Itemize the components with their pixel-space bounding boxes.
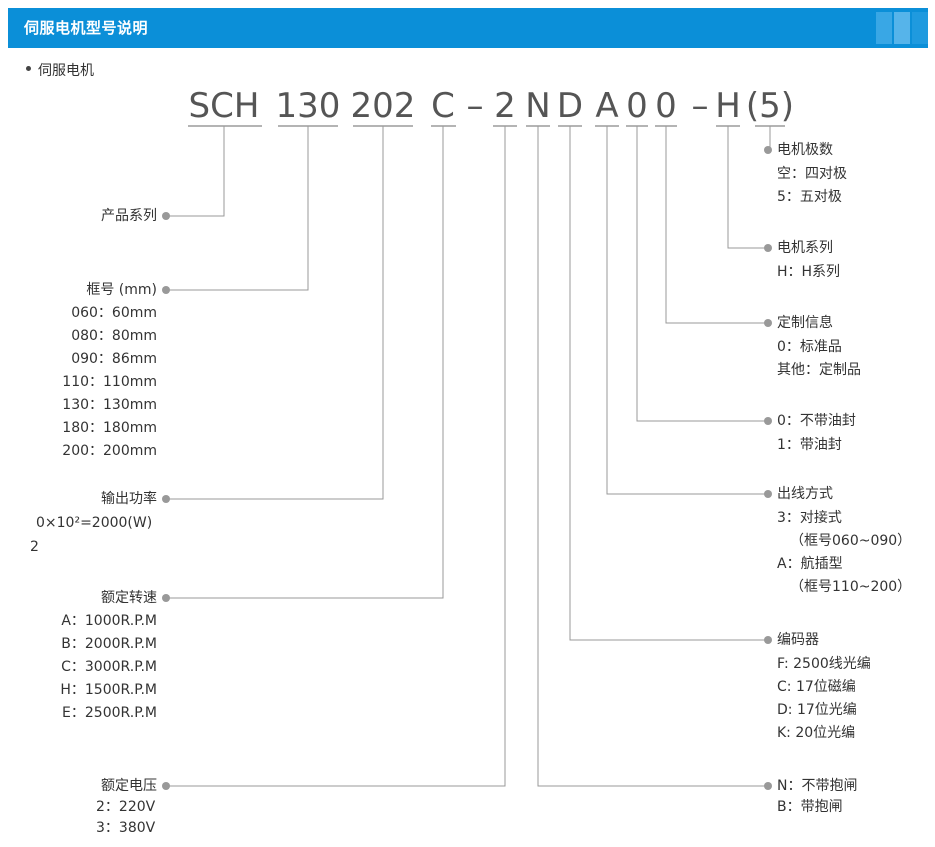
connector-dot xyxy=(764,319,772,327)
header-decoration xyxy=(894,12,910,44)
frame-size-item: 110：110mm xyxy=(62,374,157,390)
oil-seal-item: 1：带油封 xyxy=(777,437,842,453)
pole-count-item: 5：五对极 xyxy=(777,189,842,205)
label-encoder: 编码器 xyxy=(777,632,819,648)
code-segment: 0 xyxy=(626,86,648,126)
code-segment: H xyxy=(715,86,741,126)
outlet-type-item: （框号060~090） xyxy=(790,533,912,549)
connector-frame-size xyxy=(166,126,309,291)
connector-dot xyxy=(764,636,772,644)
outlet-type-item: A：航插型 xyxy=(777,556,843,572)
code-segment: 2 xyxy=(494,86,516,126)
connector-dot xyxy=(162,594,170,602)
code-segment: 202 xyxy=(351,86,416,126)
outlet-type-item: 3：对接式 xyxy=(777,510,842,526)
connector-dot xyxy=(764,146,772,154)
output-power-item: 2 xyxy=(30,539,39,555)
encoder-item: C: 17位磁编 xyxy=(777,679,856,695)
code-row: SCH 130 202 C – 2 N D A 0 0 – H (5) xyxy=(189,86,795,126)
pole-count-item: 空：四对极 xyxy=(777,166,847,182)
encoder-item: D: 17位光编 xyxy=(777,702,857,718)
connector-dot xyxy=(764,417,772,425)
connector-encoder xyxy=(569,126,768,641)
code-segment: 0 xyxy=(655,86,677,126)
outlet-type-item: （框号110~200） xyxy=(790,579,912,595)
connector-brake xyxy=(537,126,768,787)
bullet-icon xyxy=(26,66,31,71)
label-pole-count: 电机极数 xyxy=(777,142,833,158)
code-segment: SCH xyxy=(189,86,260,126)
connector-dot xyxy=(764,490,772,498)
motor-series-item: H：H系列 xyxy=(777,264,841,280)
code-segment: – xyxy=(692,86,709,126)
label-output-power: 输出功率 xyxy=(101,491,157,507)
connector-product-series xyxy=(166,126,225,217)
frame-size-item: 090：86mm xyxy=(71,351,157,367)
connector-dot xyxy=(764,244,772,252)
frame-size-item: 060：60mm xyxy=(71,305,157,321)
subtitle: 伺服电机 xyxy=(38,63,94,79)
code-segment: A xyxy=(595,86,618,126)
connector-rated-speed xyxy=(166,126,444,599)
encoder-item: F: 2500线光编 xyxy=(777,656,871,672)
code-segment: 130 xyxy=(276,86,341,126)
header-decoration xyxy=(876,12,892,44)
header-title: 伺服电机型号说明 xyxy=(24,19,149,37)
frame-size-item: 080：80mm xyxy=(71,328,157,344)
rated-speed-item: B：2000R.P.M xyxy=(61,636,157,652)
code-segment: N xyxy=(525,86,550,126)
rated-speed-item: H：1500R.P.M xyxy=(60,682,157,698)
label-outlet-type: 出线方式 xyxy=(777,486,833,502)
custom-info-item: 0：标准品 xyxy=(777,339,842,355)
label-product-series: 产品系列 xyxy=(101,208,157,224)
connector-rated-voltage xyxy=(166,126,506,787)
code-segment: D xyxy=(557,86,583,126)
rated-speed-item: E：2500R.P.M xyxy=(62,705,157,721)
label-rated-voltage: 额定电压 xyxy=(101,778,157,794)
connector-custom-info xyxy=(665,126,768,324)
rated-speed-item: A：1000R.P.M xyxy=(61,613,157,629)
connector-oil-seal xyxy=(636,126,768,422)
rated-speed-item: C：3000R.P.M xyxy=(61,659,157,675)
output-power-item: 0×10²=2000(W) xyxy=(36,515,153,531)
frame-size-item: 130：130mm xyxy=(62,397,157,413)
custom-info-item: 其他：定制品 xyxy=(777,362,861,378)
connector-outlet xyxy=(606,126,768,495)
label-brake: N：不带抱闸 xyxy=(777,778,858,794)
label-oil-seal: 0：不带油封 xyxy=(777,413,856,429)
rated-voltage-item: 3：380V xyxy=(96,820,156,836)
label-motor-series: 电机系列 xyxy=(777,240,833,256)
frame-size-item: 180：180mm xyxy=(62,420,157,436)
code-segment: (5) xyxy=(746,86,794,126)
brake-item: B：带抱闸 xyxy=(777,799,843,815)
connector-dot xyxy=(162,782,170,790)
rated-voltage-item: 2：220V xyxy=(96,799,156,815)
connector-dot xyxy=(162,286,170,294)
connector-dot xyxy=(162,212,170,220)
label-custom-info: 定制信息 xyxy=(777,315,833,331)
connector-output-power xyxy=(166,126,384,500)
frame-size-item: 200：200mm xyxy=(62,443,157,459)
label-rated-speed: 额定转速 xyxy=(101,590,157,606)
connector-dot xyxy=(764,782,772,790)
connector-dot xyxy=(162,495,170,503)
connector-dots xyxy=(162,146,772,790)
section-header: 伺服电机型号说明 xyxy=(8,8,928,48)
code-segment: – xyxy=(467,86,484,126)
code-segment: C xyxy=(431,86,455,126)
connector-motor-series xyxy=(727,126,768,249)
label-frame-size: 框号 (mm) xyxy=(86,282,157,298)
connector-lines xyxy=(166,126,771,787)
encoder-item: K: 20位光编 xyxy=(777,725,856,741)
header-decoration xyxy=(912,12,928,44)
